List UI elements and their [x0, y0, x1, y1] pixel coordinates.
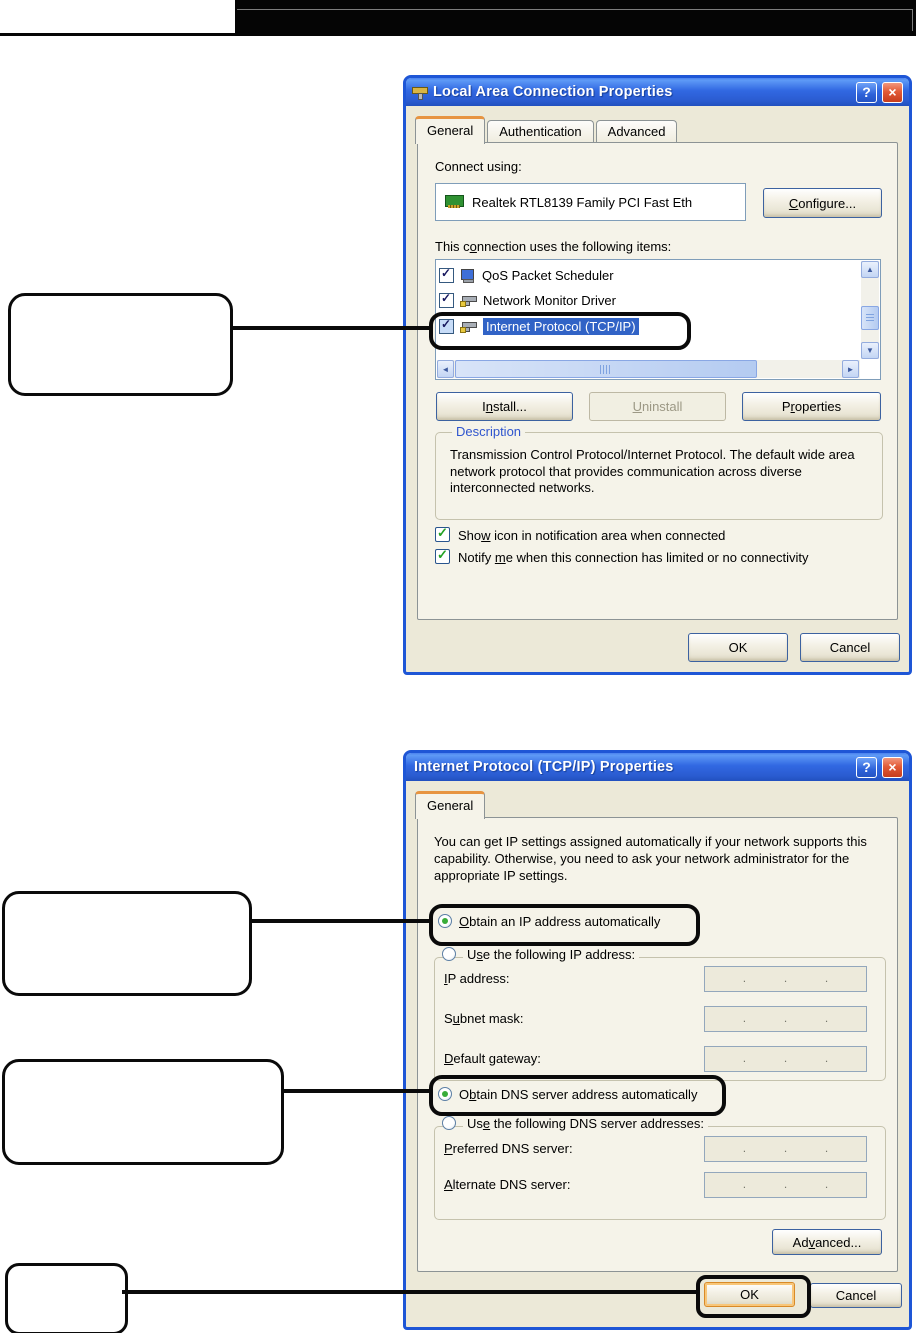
tab-general[interactable]: General	[415, 791, 486, 819]
page-header-border	[237, 9, 913, 31]
preferred-dns-field: ...	[704, 1136, 867, 1162]
cancel-button[interactable]: Cancel	[800, 633, 900, 662]
callout-line-obtain-dns	[278, 1089, 429, 1093]
callout-line-ok	[122, 1290, 696, 1294]
dialog1-tab-strip: General Authentication Advanced	[415, 115, 678, 144]
list-item[interactable]: ✓ QoS Packet Scheduler	[439, 263, 614, 287]
callout-box-ok	[5, 1263, 128, 1333]
dialog1-titlebar[interactable]: Local Area Connection Properties ? ×	[406, 78, 909, 106]
plug-icon	[460, 294, 477, 307]
cancel-button[interactable]: Cancel	[810, 1283, 902, 1308]
item-label: QoS Packet Scheduler	[482, 267, 614, 283]
scroll-left-icon[interactable]: ◄	[437, 360, 454, 378]
dialog2-titlebar[interactable]: Internet Protocol (TCP/IP) Properties ? …	[406, 753, 909, 781]
use-ip-radio[interactable]	[442, 947, 456, 961]
item-checkbox[interactable]: ✓	[439, 291, 454, 308]
tcpip-intro-text: You can get IP settings assigned automat…	[434, 834, 867, 883]
obtain-ip-label: Obtain an IP address automatically	[459, 914, 661, 929]
list-item[interactable]: ✓ Network Monitor Driver	[439, 288, 616, 312]
adapter-name: Realtek RTL8139 Family PCI Fast Eth	[472, 195, 693, 210]
callout-box-obtain-ip	[2, 891, 252, 996]
notify-checkbox[interactable]: ✓	[435, 547, 450, 564]
local-area-connection-properties-dialog: Local Area Connection Properties ? × Gen…	[403, 75, 912, 675]
alternate-dns-field: ...	[704, 1172, 867, 1198]
help-icon[interactable]: ?	[856, 81, 877, 103]
default-gateway-label: Default gateway:	[444, 1051, 541, 1066]
computer-icon	[460, 268, 476, 283]
network-connection-icon	[412, 86, 428, 100]
scroll-right-icon[interactable]: ►	[842, 360, 859, 378]
ip-address-field: ...	[704, 966, 867, 992]
help-icon[interactable]: ?	[856, 756, 877, 778]
use-dns-radio[interactable]	[442, 1116, 456, 1130]
description-groupbox: Description Transmission Control Protoco…	[435, 424, 883, 520]
dialog2-title: Internet Protocol (TCP/IP) Properties	[414, 759, 674, 775]
callout-box-tcpip-item	[8, 293, 233, 396]
use-ip-label: Use the following IP address:	[463, 947, 640, 962]
dialog1-title: Local Area Connection Properties	[433, 84, 673, 100]
scroll-down-icon[interactable]: ▼	[861, 342, 879, 359]
obtain-ip-radio[interactable]	[438, 914, 452, 928]
ok-button[interactable]: OK	[704, 1282, 795, 1307]
preferred-dns-label: Preferred DNS server:	[444, 1141, 573, 1156]
annotation-obtain-dns	[429, 1075, 726, 1116]
callout-box-obtain-dns	[2, 1059, 284, 1165]
tab-general[interactable]: General	[415, 116, 486, 144]
item-label: Network Monitor Driver	[483, 292, 616, 308]
obtain-dns-label: Obtain DNS server address automatically	[459, 1087, 698, 1102]
show-icon-label: Show icon in notification area when conn…	[458, 528, 726, 543]
annotation-tcpip-item	[429, 312, 691, 350]
subnet-mask-field: ...	[704, 1006, 867, 1032]
dialog2-tab-strip: General	[415, 790, 486, 819]
ip-address-label: IP address:	[444, 971, 510, 986]
vertical-scroll-thumb[interactable]	[861, 306, 879, 330]
item-checkbox[interactable]: ✓	[439, 317, 454, 334]
dialog2-general-tabpage: You can get IP settings assigned automat…	[417, 817, 898, 1272]
callout-line-obtain-ip	[246, 919, 429, 923]
annotation-obtain-ip	[429, 904, 700, 946]
tab-advanced[interactable]: Advanced	[595, 120, 678, 143]
obtain-dns-radio[interactable]	[438, 1087, 452, 1101]
item-checkbox[interactable]: ✓	[439, 266, 454, 283]
list-item-selected[interactable]: ✓ Internet Protocol (TCP/IP)	[439, 314, 639, 338]
description-text: Transmission Control Protocol/Internet P…	[450, 447, 855, 495]
subnet-mask-label: Subnet mask:	[444, 1011, 524, 1026]
default-gateway-field: ...	[704, 1046, 867, 1072]
adapter-box: Realtek RTL8139 Family PCI Fast Eth	[435, 183, 746, 221]
tab-authentication[interactable]: Authentication	[487, 120, 594, 143]
ok-button[interactable]: OK	[688, 633, 788, 662]
annotation-ok	[696, 1275, 811, 1318]
notify-label: Notify me when this connection has limit…	[458, 550, 809, 565]
close-icon[interactable]: ×	[882, 756, 903, 778]
description-caption: Description	[452, 424, 526, 439]
show-icon-checkbox[interactable]: ✓	[435, 525, 450, 542]
use-ip-groupbox	[434, 957, 886, 1081]
items-label: This connection uses the following items…	[435, 239, 672, 254]
tcpip-properties-dialog: Internet Protocol (TCP/IP) Properties ? …	[403, 750, 912, 1330]
item-label: Internet Protocol (TCP/IP)	[483, 317, 639, 335]
use-dns-label: Use the following DNS server addresses:	[463, 1116, 708, 1131]
connection-items-list[interactable]: ✓ QoS Packet Scheduler ✓ Network Monitor…	[435, 259, 881, 380]
callout-line-tcpip-item	[227, 326, 429, 330]
page-header-bar	[235, 0, 916, 33]
dialog1-general-tabpage: Connect using: Realtek RTL8139 Family PC…	[417, 142, 898, 620]
plug-icon	[460, 320, 477, 333]
scroll-up-icon[interactable]: ▲	[861, 261, 879, 278]
nic-icon	[445, 195, 464, 208]
page-header-rule	[0, 33, 916, 36]
horizontal-scroll-thumb[interactable]	[455, 360, 757, 378]
close-icon[interactable]: ×	[882, 81, 903, 103]
connect-using-label: Connect using:	[435, 159, 522, 174]
alternate-dns-label: Alternate DNS server:	[444, 1177, 571, 1192]
